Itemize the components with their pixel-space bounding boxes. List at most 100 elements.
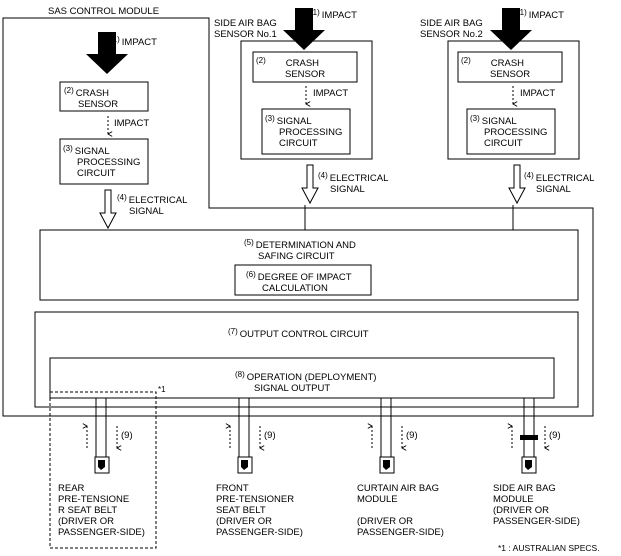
device-label-front: FRONT PRE-TENSIONER SEAT BELT (DRIVER OR… xyxy=(216,483,303,538)
device-connection-front xyxy=(230,398,260,474)
operation-number: (8) xyxy=(235,370,245,379)
output-control-number: (7) xyxy=(228,327,238,336)
crash-sensor-box-1 xyxy=(252,51,358,83)
signal-processing-label-module: (3)SIGNAL PROCESSING CIRCUIT xyxy=(63,143,140,179)
operation-box xyxy=(49,357,555,399)
signal-processing-number: (3) xyxy=(265,114,275,123)
device-line: SEAT BELT xyxy=(216,505,266,516)
impact-label-module: (1)IMPACT xyxy=(110,34,157,48)
electrical-signal-label-module: (4)ELECTRICAL SIGNAL xyxy=(117,192,187,217)
side-sensor-1-line1: SIDE AIR BAG xyxy=(214,18,277,29)
degree-box xyxy=(234,264,372,296)
crash-sensor-number: (2) xyxy=(64,86,74,95)
signal-processing-box-1 xyxy=(261,108,351,155)
electrical-signal-line1: ELECTRICAL xyxy=(535,173,595,184)
impact-label-1: (1)IMPACT xyxy=(310,7,357,21)
device-line: MODULE xyxy=(493,494,534,505)
impact-label-2: (1)IMPACT xyxy=(517,7,564,21)
crash-sensor-number: (2) xyxy=(256,56,266,65)
degree-line1: DEGREE OF IMPACT xyxy=(257,272,352,283)
device-line xyxy=(357,505,444,516)
crash-sensor-line1: CRASH xyxy=(285,58,320,69)
device-line: PRE-TENSIONE xyxy=(58,494,130,505)
signal-processing-line2: PROCESSING xyxy=(484,127,548,138)
small-impact-label-2: IMPACT xyxy=(520,88,556,99)
side-sensor-2-title: SIDE AIR BAG SENSOR No.2 xyxy=(420,18,483,40)
electrical-signal-line2: SIGNAL xyxy=(129,206,164,217)
electrical-signal-number: (4) xyxy=(524,171,534,180)
crash-sensor-label-2: (2)CRASH SENSOR xyxy=(461,55,530,80)
device-line: CURTAIN AIR BAG xyxy=(357,483,439,494)
signal-processing-line1: SIGNAL xyxy=(276,116,312,127)
signal-processing-line3: CIRCUIT xyxy=(77,168,116,179)
crash-sensor-box-2 xyxy=(457,51,563,83)
signal-processing-line2: PROCESSING xyxy=(279,127,343,138)
crash-sensor-line2: SENSOR xyxy=(285,69,326,80)
electrical-arrow-module xyxy=(99,189,117,230)
side-sensor-2-line1: SIDE AIR BAG xyxy=(420,18,483,29)
device-line: PASSENGER-SIDE) xyxy=(357,527,444,538)
determination-line1: DETERMINATION AND xyxy=(255,240,356,251)
device-line: PASSENGER-SIDE) xyxy=(58,527,145,538)
footnote: *1 : AUSTRALIAN SPECS. xyxy=(498,543,600,553)
australian-specs-dashed-box xyxy=(49,391,157,549)
output-control-label: (7)OUTPUT CONTROL CIRCUIT xyxy=(228,326,369,340)
electrical-arrow-2 xyxy=(508,164,526,205)
operation-label: (8)OPERATION (DEPLOYMENT) SIGNAL OUTPUT xyxy=(235,369,376,394)
signal-processing-number: (3) xyxy=(470,114,480,123)
impact-text: IMPACT xyxy=(321,10,357,21)
degree-number: (6) xyxy=(246,270,256,279)
electrical-signal-number: (4) xyxy=(117,193,127,202)
device-line: SIDE AIR BAG xyxy=(493,483,556,494)
electrical-signal-line1: ELECTRICAL xyxy=(128,195,188,206)
degree-label: (6)DEGREE OF IMPACT CALCULATION xyxy=(246,269,352,294)
device-label-side: SIDE AIR BAG MODULE (DRIVER OR PASSENGER… xyxy=(493,483,580,527)
device-line: PASSENGER-SIDE) xyxy=(493,516,580,527)
electrical-signal-label-1: (4)ELECTRICAL SIGNAL xyxy=(318,170,388,195)
impact-number: (1) xyxy=(517,8,527,17)
sas-module-title: SAS CONTROL MODULE xyxy=(48,6,160,17)
device-line: (DRIVER OR xyxy=(493,505,549,516)
signal-processing-line1: SIGNAL xyxy=(74,146,110,157)
signal-processing-number: (3) xyxy=(63,144,73,153)
device-line: PASSENGER-SIDE) xyxy=(216,527,303,538)
determination-line2: SAFING CIRCUIT xyxy=(258,251,335,262)
device-line: FRONT xyxy=(216,483,249,494)
device-line: MODULE xyxy=(357,494,398,505)
side-sensor-2-line2: SENSOR No.2 xyxy=(420,29,483,40)
impact-arrow-sensor-1 xyxy=(283,8,325,50)
device-label-rear: REAR PRE-TENSIONE R SEAT BELT (DRIVER OR… xyxy=(58,483,145,538)
operation-line2: SIGNAL OUTPUT xyxy=(254,383,331,394)
side-sensor-1-title: SIDE AIR BAG SENSOR No.1 xyxy=(214,18,277,40)
determination-number: (5) xyxy=(244,238,254,247)
device-line: (DRIVER OR xyxy=(357,516,413,527)
electrical-signal-label-2: (4)ELECTRICAL SIGNAL xyxy=(524,170,594,195)
device-line: (DRIVER OR xyxy=(216,516,272,527)
sas-module-outline xyxy=(2,17,594,417)
impact-number: (1) xyxy=(110,35,120,44)
device-line: (DRIVER OR xyxy=(58,516,114,527)
impact-arrow-sensor-2 xyxy=(490,8,532,50)
impact-arrow-module xyxy=(86,32,128,74)
output-control-text: OUTPUT CONTROL CIRCUIT xyxy=(239,329,369,340)
signal-processing-label-1: (3)SIGNAL PROCESSING CIRCUIT xyxy=(265,113,342,149)
electrical-arrow-1 xyxy=(301,164,319,205)
feedback-label-rear: (9) xyxy=(121,430,133,441)
device-line: PRE-TENSIONER xyxy=(216,494,295,505)
side-sensor-1-line2: SENSOR No.1 xyxy=(214,29,277,40)
feedback-label-front: (9) xyxy=(264,430,276,441)
device-line: R SEAT BELT xyxy=(58,505,118,516)
impact-text: IMPACT xyxy=(121,37,157,48)
crash-sensor-label-1: (2) CRASH SENSOR xyxy=(256,55,325,80)
device-connection-curtain xyxy=(372,398,402,474)
device-connection-side xyxy=(512,398,545,474)
small-impact-label-1: IMPACT xyxy=(313,88,349,99)
electrical-signal-line1: ELECTRICAL xyxy=(329,173,389,184)
crash-sensor-label-module: (2)CRASH SENSOR xyxy=(64,85,118,110)
feedback-label-curtain: (9) xyxy=(406,430,418,441)
operation-line1: OPERATION (DEPLOYMENT) xyxy=(246,372,377,383)
crash-sensor-line1: CRASH xyxy=(75,88,110,99)
small-impact-label-module: IMPACT xyxy=(114,118,150,129)
signal-processing-box-2 xyxy=(466,108,556,155)
